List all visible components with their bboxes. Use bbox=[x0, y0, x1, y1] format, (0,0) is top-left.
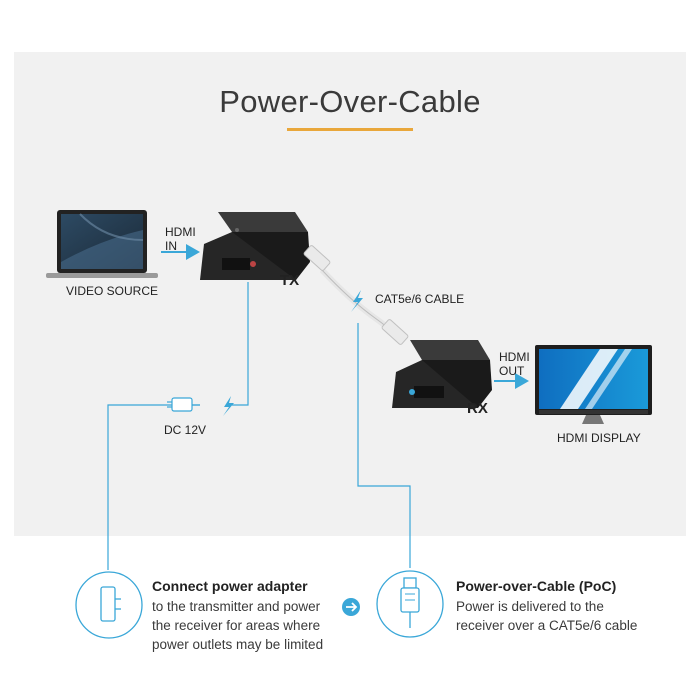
dc-power-line bbox=[107, 404, 200, 570]
feature-line: the receiver for areas where bbox=[152, 618, 321, 633]
cat-cable bbox=[303, 245, 409, 345]
monitor-icon bbox=[535, 345, 652, 424]
feature-heading-adapter: Connect power adapter bbox=[152, 578, 308, 594]
dc-label: DC 12V bbox=[164, 423, 207, 437]
receiver-device bbox=[392, 340, 492, 408]
diagram-title: Power-Over-Cable bbox=[219, 84, 481, 119]
adapter-icon bbox=[167, 397, 200, 412]
hdmi-display-label: HDMI DISPLAY bbox=[557, 431, 641, 445]
video-source-label: VIDEO SOURCE bbox=[66, 284, 159, 298]
transmitter-device bbox=[200, 212, 310, 280]
laptop-icon bbox=[46, 210, 158, 278]
feature-line: Power is delivered to the bbox=[456, 599, 604, 614]
feature-body-poc: Power is delivered to the receiver over … bbox=[456, 597, 637, 635]
feature-body-adapter: to the transmitter and power the receive… bbox=[152, 597, 323, 654]
bolt-icon-dc bbox=[223, 396, 234, 416]
tx-power-line bbox=[232, 282, 249, 406]
bolt-icon-cable bbox=[351, 290, 363, 312]
tx-label: TX bbox=[280, 272, 300, 289]
hdmi-in-label: HDMI IN bbox=[165, 225, 196, 253]
feature-line: to the transmitter and power bbox=[152, 599, 321, 614]
rx-label: RX bbox=[467, 400, 488, 417]
feature-line: receiver over a CAT5e/6 cable bbox=[456, 618, 638, 633]
poc-power-line bbox=[357, 323, 411, 568]
title-underline bbox=[287, 128, 413, 131]
cable-label: CAT5e/6 CABLE bbox=[375, 292, 465, 306]
feature-line: power outlets may be limited bbox=[152, 637, 324, 652]
hdmi-out-label: HDMI OUT bbox=[499, 350, 530, 378]
feature-heading-poc: Power-over-Cable (PoC) bbox=[456, 578, 617, 594]
